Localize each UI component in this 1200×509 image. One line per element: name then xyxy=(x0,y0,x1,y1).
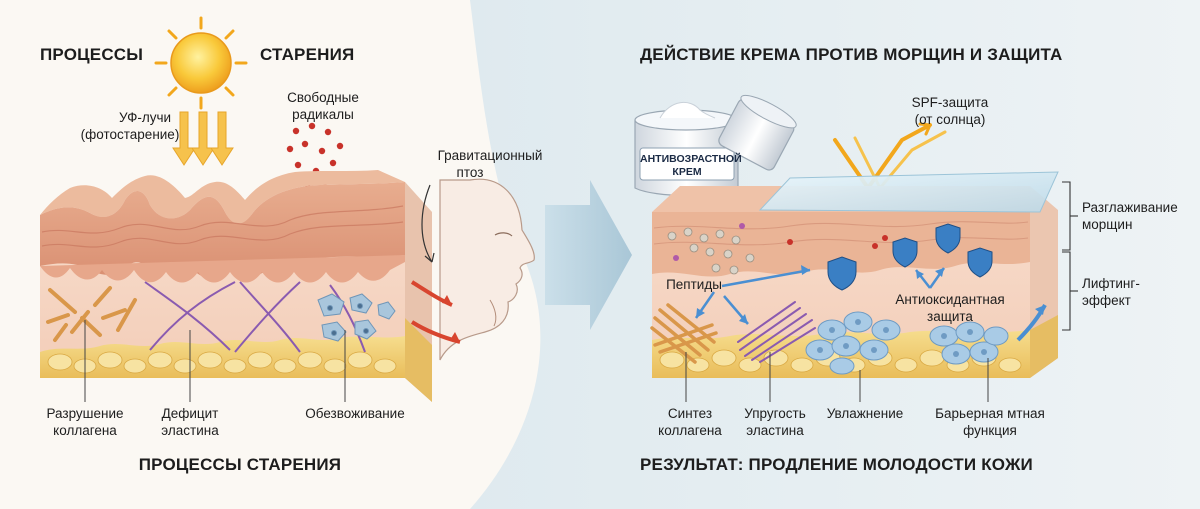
uv-label-line2: (фотостарение) xyxy=(80,127,180,142)
elastin-deficit-line1: Дефицит xyxy=(161,406,219,421)
cream-jar xyxy=(634,102,739,197)
elastin-fibers xyxy=(144,281,366,353)
transition-arrow xyxy=(545,180,632,330)
effect-brackets xyxy=(1062,181,1078,331)
collagen-breakdown-line1: Разрушение xyxy=(46,406,124,421)
sun-icon xyxy=(154,16,248,110)
gravity-label-line2: птоз xyxy=(456,165,484,180)
antioxidant-line1: Антиоксидантная xyxy=(895,292,1005,307)
moisturizing-label: Увлажнение xyxy=(826,406,904,421)
spf-arrows xyxy=(833,122,947,190)
free-radicals-line1: Свободные xyxy=(287,90,359,105)
elastin-elasticity-line2: эластина xyxy=(746,423,804,438)
antioxidant-line2: защита xyxy=(927,309,973,324)
spf-label-line2: (от солнца) xyxy=(914,112,986,127)
barrier-line2: функция xyxy=(963,423,1017,438)
gravity-label-line1: Гравитационный xyxy=(437,148,543,163)
jar-lid xyxy=(718,94,797,171)
peptides-label: Пептиды xyxy=(666,277,722,292)
lifting-line2: эффект xyxy=(1082,293,1131,308)
protective-film xyxy=(758,171,1059,213)
elastin-bundle xyxy=(737,301,816,363)
smoothing-line1: Разглаживание xyxy=(1082,200,1178,215)
spf-label-line1: SPF-защита xyxy=(911,95,989,110)
uv-arrows xyxy=(172,111,234,166)
lifting-line1: Лифтинг- xyxy=(1082,276,1140,291)
gravity-arrows xyxy=(410,184,461,344)
jar-label-line1: АНТИВОЗРАСТНОЙ xyxy=(640,153,742,165)
collagen-synthesis-line2: коллагена xyxy=(658,423,722,438)
left-title-part2: СТАРЕНИЯ xyxy=(260,45,355,64)
peptide-molecules xyxy=(667,227,755,275)
left-bottom-title: ПРОЦЕССЫ СТАРЕНИЯ xyxy=(138,455,342,474)
dehydrated-cells xyxy=(317,293,396,342)
antioxidant-shields xyxy=(827,223,993,291)
right-title: ДЕЙСТВИЕ КРЕМА ПРОТИВ МОРЩИН И ЗАЩИТА xyxy=(640,45,1063,64)
broken-collagen xyxy=(46,286,137,342)
face-profile xyxy=(439,178,535,361)
elastin-elasticity-line1: Упругость xyxy=(744,406,806,421)
collagen-synthesis-line1: Синтез xyxy=(667,406,713,421)
dehydration-label: Обезвоживание xyxy=(305,406,405,421)
left-title-part1: ПРОЦЕССЫ xyxy=(40,45,144,64)
elastin-deficit-line2: эластина xyxy=(161,423,219,438)
smoothing-line2: морщин xyxy=(1082,217,1133,232)
action-arrows xyxy=(694,265,1047,342)
jar-label-line2: КРЕМ xyxy=(672,166,702,178)
collagen-breakdown-line2: коллагена xyxy=(53,423,117,438)
barrier-line1: Барьерная мтная xyxy=(935,406,1045,421)
collagen-bundle xyxy=(650,303,718,364)
uv-label-line1: УФ-лучи xyxy=(118,110,172,125)
right-bottom-title: РЕЗУЛЬТАТ: ПРОДЛЕНИЕ МОЛОДОСТИ КОЖИ xyxy=(640,455,1033,474)
left-skin-block xyxy=(40,170,432,402)
free-radicals-line2: радикалы xyxy=(292,107,354,122)
